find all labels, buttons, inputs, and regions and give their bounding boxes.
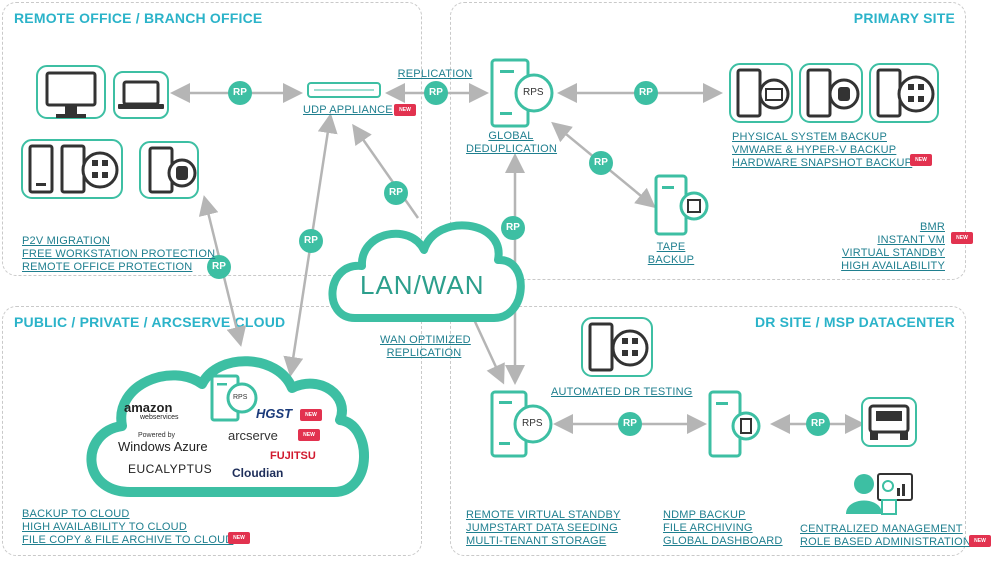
primary-feature: PHYSICAL SYSTEM BACKUP	[732, 131, 887, 143]
auto-dr-testing-label: AUTOMATED DR TESTING	[551, 386, 693, 398]
dr-site-title: DR SITE / MSP DATACENTER	[754, 314, 955, 330]
rp-badge: RP	[207, 255, 231, 279]
udp-appliance-icon	[307, 82, 381, 98]
amazon-logo: amazon webservices	[124, 400, 179, 422]
dr-testing-server-icon	[581, 317, 653, 377]
cloud-rps-label: RPS	[233, 394, 248, 401]
rp-badge: RP	[424, 81, 448, 105]
rp-badge: RP	[501, 216, 525, 240]
cloud-feature: BACKUP TO CLOUD	[22, 508, 130, 520]
arcserve-logo: arcserve	[228, 428, 278, 443]
dr-feature: JUMPSTART DATA SEEDING	[466, 522, 618, 534]
wan-replication-label: REPLICATION	[386, 347, 462, 359]
rp-badge: RP	[299, 229, 323, 253]
laptop-icon	[113, 71, 169, 119]
windows-azure-logo: Powered by Windows Azure	[118, 432, 208, 454]
new-badge: NEW	[951, 232, 973, 244]
new-badge: NEW	[228, 532, 250, 544]
primary-site-title: PRIMARY SITE	[853, 10, 955, 26]
monitor-icon	[36, 65, 106, 119]
amazon-logo-text: amazon	[124, 400, 173, 415]
primary-feature-2: BMR	[919, 221, 945, 233]
cloud-feature: HIGH AVAILABILITY TO CLOUD	[22, 521, 187, 533]
primary-feature-2: INSTANT VM	[877, 234, 945, 246]
database-server-icon	[139, 141, 199, 199]
udp-appliance-label: UDP APPLIANCE	[303, 104, 393, 116]
dr-rps-server-icon	[490, 390, 553, 458]
azure-logo-text: Windows Azure	[118, 439, 208, 454]
dr-rps-label: RPS	[522, 418, 543, 429]
remote-office-title: REMOTE OFFICE / BRANCH OFFICE	[14, 10, 263, 26]
rp-badge: RP	[806, 412, 830, 436]
dr-feature: FILE ARCHIVING	[663, 522, 753, 534]
admin-dashboard-icon	[846, 473, 913, 515]
primary-feature-2: VIRTUAL STANDBY	[841, 247, 945, 259]
dr-feature: ROLE BASED ADMINISTRATION	[800, 536, 972, 548]
replication-label: REPLICATION	[397, 68, 473, 80]
dr-feature: MULTI-TENANT STORAGE	[466, 535, 607, 547]
rps-label: RPS	[523, 87, 544, 98]
tape-label: BACKUP	[647, 254, 695, 266]
new-badge: NEW	[300, 409, 322, 421]
amazon-logo-subtext: webservices	[140, 414, 179, 421]
region-primary-site	[450, 2, 966, 280]
lan-wan-label: LAN/WAN	[360, 270, 485, 300]
remote-feature: REMOTE OFFICE PROTECTION	[22, 261, 193, 273]
db-server-icon	[799, 63, 863, 123]
region-dr-site	[450, 306, 966, 556]
new-badge: NEW	[298, 429, 320, 441]
new-badge: NEW	[394, 104, 416, 116]
rp-badge: RP	[618, 412, 642, 436]
remote-feature: P2V MIGRATION	[22, 235, 110, 247]
rp-badge: RP	[589, 151, 613, 175]
new-badge: NEW	[969, 535, 991, 547]
azure-powered-text: Powered by	[138, 432, 175, 439]
primary-feature-2: HIGH AVAILABILITY	[841, 260, 945, 272]
remote-feature: FREE WORKSTATION PROTECTION	[22, 248, 216, 260]
dr-feature: REMOTE VIRTUAL STANDBY	[466, 509, 621, 521]
eucalyptus-logo: EUCALYPTUS	[128, 462, 213, 476]
primary-feature: HARDWARE SNAPSHOT BACKUP	[732, 157, 913, 169]
ndmp-server-icon	[708, 390, 761, 458]
rps-server-icon	[490, 58, 554, 128]
rp-badge: RP	[384, 181, 408, 205]
cloud-feature: FILE COPY & FILE ARCHIVE TO CLOUD	[22, 534, 234, 546]
mail-server-icon	[729, 63, 793, 123]
wan-optimized-label: WAN OPTIMIZED	[380, 334, 471, 346]
rp-badge: RP	[634, 81, 658, 105]
new-badge: NEW	[910, 154, 932, 166]
fujitsu-logo: FUJITSU	[270, 450, 316, 462]
dr-feature: CENTRALIZED MANAGEMENT	[800, 523, 963, 535]
hgst-logo: HGST	[256, 406, 293, 421]
vm-server-icon	[869, 63, 939, 123]
rp-badge: RP	[228, 81, 252, 105]
dr-feature: GLOBAL DASHBOARD	[663, 535, 783, 547]
truck-icon	[861, 397, 917, 447]
tape-server-icon	[654, 174, 709, 236]
dr-feature: NDMP BACKUP	[663, 509, 746, 521]
global-dedup-label: DEDUPLICATION	[466, 143, 558, 155]
primary-feature: VMWARE & HYPER-V BACKUP	[732, 144, 897, 156]
servers-icon	[21, 139, 123, 199]
global-dedup-label: GLOBAL	[488, 130, 534, 142]
tape-label: TAPE	[656, 241, 686, 253]
cloudian-logo: Cloudian	[232, 466, 284, 480]
